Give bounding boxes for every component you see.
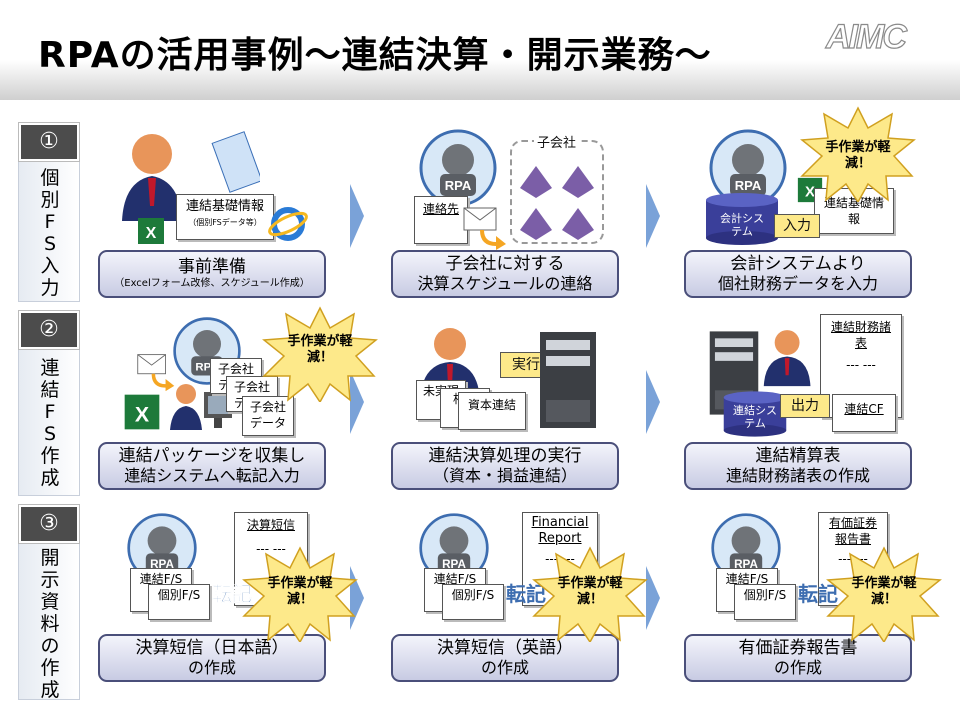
doc-consolidated-cf: 連結CF bbox=[832, 394, 896, 432]
mail-arrow-icon bbox=[137, 354, 175, 392]
svg-text:RPA: RPA bbox=[445, 178, 472, 193]
step-r2c1: 連結パッケージを収集し 連結システムへ転記入力 bbox=[98, 442, 326, 490]
doc-capital-consolidation: 資本連結 bbox=[458, 392, 526, 430]
logo-text: AIMC bbox=[825, 17, 907, 56]
accounting-system-label: 会計システム bbox=[720, 212, 764, 238]
rpa-robot-icon: RPA bbox=[419, 129, 497, 207]
server-icon bbox=[540, 332, 596, 428]
database-icon bbox=[706, 193, 778, 245]
chevron-right-icon bbox=[350, 184, 364, 248]
input-callout: 入力 bbox=[774, 214, 820, 238]
burst-icon bbox=[262, 306, 378, 402]
chevron-right-icon bbox=[350, 370, 364, 434]
burst-text: 手作業が軽減！ bbox=[851, 576, 917, 607]
svg-text:X: X bbox=[805, 184, 815, 201]
transcribe-label: 転記 bbox=[506, 582, 546, 606]
row-label-1: ① 個 別 F S 入 力 bbox=[18, 122, 80, 302]
header-band bbox=[0, 0, 960, 100]
chevron-right-icon bbox=[646, 370, 660, 434]
step-r1c3: 会計システムより 個社財務データを入力 bbox=[684, 250, 912, 298]
step-r1c1: 事前準備 （Excelフォーム改修、スケジュール作成） bbox=[98, 250, 326, 298]
rpa-robot-icon: RPA bbox=[709, 129, 787, 207]
consolidation-system-label: 連結システム bbox=[733, 404, 777, 430]
burst-text: 手作業が軽減！ bbox=[825, 140, 891, 171]
svg-text:RPA: RPA bbox=[734, 558, 758, 571]
rpa-robot-icon: RPA bbox=[711, 513, 781, 583]
doc-contact: 連絡先 bbox=[414, 196, 468, 244]
row-label-2: ② 連 結 F S 作 成 bbox=[18, 310, 80, 496]
row-number-3: ③ bbox=[18, 504, 80, 544]
database-icon bbox=[723, 391, 787, 437]
burst-icon bbox=[800, 106, 916, 202]
burst-text: 手作業が軽減！ bbox=[267, 576, 333, 607]
step-r2c2: 連結決算処理の実行 （資本・損益連結） bbox=[391, 442, 619, 490]
step-r3c1: 決算短信（日本語） の作成 bbox=[98, 634, 326, 682]
doc-individual-fs-small: 個別F/S bbox=[148, 584, 210, 620]
doc-individual-fs-small: 個別F/S bbox=[442, 584, 504, 620]
person-icon bbox=[122, 131, 260, 221]
transcribe-label: 転記 bbox=[212, 582, 253, 607]
svg-text:RPA: RPA bbox=[150, 558, 174, 571]
row-text-3: 開 示 資 料 の 作 成 bbox=[40, 547, 60, 701]
burst-text: 手作業が軽減！ bbox=[557, 576, 623, 607]
page-title: RPAの活用事例～連結決算・開示業務～ bbox=[38, 35, 712, 76]
svg-text:RPA: RPA bbox=[442, 558, 466, 571]
step-r3c3: 有価証券報告書 の作成 bbox=[684, 634, 912, 682]
excel-icon: X bbox=[124, 394, 160, 430]
svg-text:X: X bbox=[135, 402, 150, 426]
row-text-1: 個 別 F S 入 力 bbox=[40, 167, 60, 299]
doc-subsidiary-data-3: 子会社データ bbox=[242, 396, 294, 436]
subsidiary-label: 子会社 bbox=[534, 132, 580, 151]
row-number-1: ① bbox=[18, 122, 80, 162]
building-icon bbox=[520, 166, 594, 240]
burst-icon bbox=[532, 546, 648, 642]
burst-icon bbox=[242, 546, 358, 642]
internet-explorer-icon bbox=[268, 207, 308, 241]
doc-individual-fs-small: 個別F/S bbox=[734, 584, 796, 620]
chevron-right-icon bbox=[646, 566, 660, 630]
burst-icon bbox=[826, 546, 942, 642]
chevron-right-icon bbox=[646, 184, 660, 248]
logo: AIMC bbox=[825, 17, 938, 56]
svg-text:X: X bbox=[146, 225, 157, 242]
doc-connection-basics: 連結基礎情報 （個別FSデータ等） bbox=[176, 194, 274, 240]
transcribe-label: 転記 bbox=[798, 582, 838, 606]
person-icon bbox=[763, 330, 811, 387]
row-number-2: ② bbox=[18, 310, 80, 350]
row-label-3: ③ 開 示 資 料 の 作 成 bbox=[18, 504, 80, 701]
mail-arrow-icon bbox=[463, 207, 506, 250]
step-r3c2: 決算短信（英語） の作成 bbox=[391, 634, 619, 682]
excel-icon: X bbox=[138, 218, 164, 244]
burst-text: 手作業が軽減！ bbox=[287, 334, 353, 365]
step-r1c2: 子会社に対する 決算スケジュールの連絡 bbox=[391, 250, 619, 298]
row-text-2: 連 結 F S 作 成 bbox=[40, 357, 60, 489]
svg-text:RPA: RPA bbox=[735, 178, 762, 193]
step-r2c3: 連結精算表 連結財務諸表の作成 bbox=[684, 442, 912, 490]
output-callout: 出力 bbox=[780, 394, 830, 418]
